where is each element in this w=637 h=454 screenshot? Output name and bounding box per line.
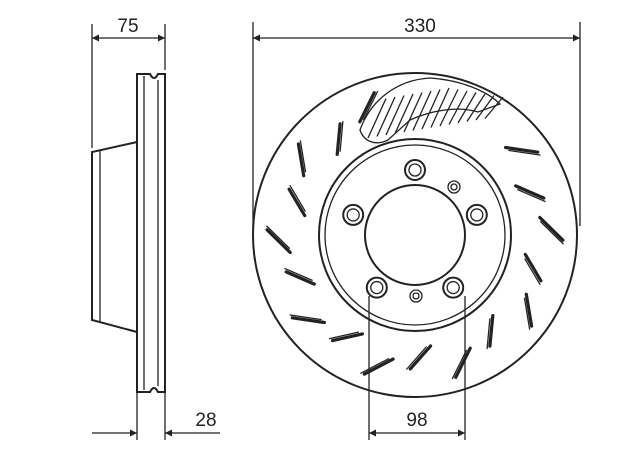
friction-ring [136, 73, 166, 393]
section-hatch [359, 77, 504, 144]
cooling-slot-edge [508, 149, 541, 156]
cooling-slot-edge [284, 267, 313, 282]
cooling-slot-edge [299, 140, 307, 173]
cooling-slot-edge [360, 357, 390, 374]
cooling-slot-edge [289, 184, 306, 212]
disc-outer-circle [252, 72, 578, 398]
cooling-slot [265, 228, 292, 255]
cooling-slot [454, 346, 472, 379]
bolt-hole [342, 203, 365, 226]
dim-label-98: 98 [406, 410, 427, 431]
hatch-stroke [385, 95, 405, 136]
hatch-stroke [475, 95, 495, 121]
hatch-stroke [376, 96, 396, 137]
cooling-slot-edge [486, 318, 491, 349]
dim-label-330: 330 [404, 16, 436, 37]
bolt-hole [404, 159, 426, 181]
hatch-stroke [430, 87, 450, 128]
cooling-slot [287, 187, 307, 218]
cooling-slot [488, 314, 495, 348]
cooling-slots [265, 90, 565, 380]
bolt-holes [342, 159, 488, 303]
dim-label-28: 28 [195, 410, 216, 431]
hatch-stroke [439, 89, 459, 127]
cooling-slot [330, 332, 364, 343]
bolt-hole [365, 276, 388, 299]
hatch-stroke [484, 96, 504, 119]
cooling-slot [284, 270, 316, 286]
hatch-stroke [448, 90, 468, 125]
cooling-slot-edge [266, 225, 291, 250]
cooling-slot-edge [362, 90, 379, 121]
cooling-slot [504, 145, 540, 154]
bolt-hole [465, 203, 488, 226]
cooling-slot [524, 292, 534, 328]
cooling-slot-edge [339, 121, 344, 152]
cooling-slot [523, 252, 543, 283]
hatch-stroke [367, 98, 387, 139]
hatch-stroke [394, 93, 414, 134]
front-view: 330 98 [252, 16, 581, 440]
pin-hole [409, 289, 423, 303]
hatch-stroke [466, 93, 486, 122]
cooling-slot [296, 142, 306, 178]
hatch-stroke [421, 89, 441, 130]
cooling-slot [538, 215, 565, 242]
cooling-slot-edge [539, 220, 564, 245]
cooling-slot-edge [523, 297, 531, 330]
hatch-stroke [412, 90, 432, 131]
hatch-stroke [457, 92, 477, 124]
friction-inner-circle [318, 138, 512, 332]
cooling-slot-edge [405, 346, 428, 370]
cooling-slot-edge [328, 331, 360, 340]
cooling-slot-edge [451, 349, 468, 380]
pin-hole [447, 180, 461, 194]
cooling-slot [290, 316, 326, 325]
hat-profile [91, 141, 138, 333]
cooling-slot-edge [524, 258, 541, 286]
cooling-slot-edge [289, 314, 322, 321]
cooling-slot [335, 122, 342, 156]
side-view: 75 28 [91, 16, 220, 440]
cooling-slot [514, 184, 546, 200]
center-bore [364, 184, 466, 286]
bolt-hole [442, 276, 465, 299]
cooling-slot [358, 91, 376, 124]
cooling-slot-edge [517, 188, 546, 203]
hatch-stroke [403, 92, 423, 133]
hat-outer-circle [324, 144, 506, 326]
cooling-slot [408, 344, 433, 371]
dim-label-75: 75 [117, 16, 138, 37]
